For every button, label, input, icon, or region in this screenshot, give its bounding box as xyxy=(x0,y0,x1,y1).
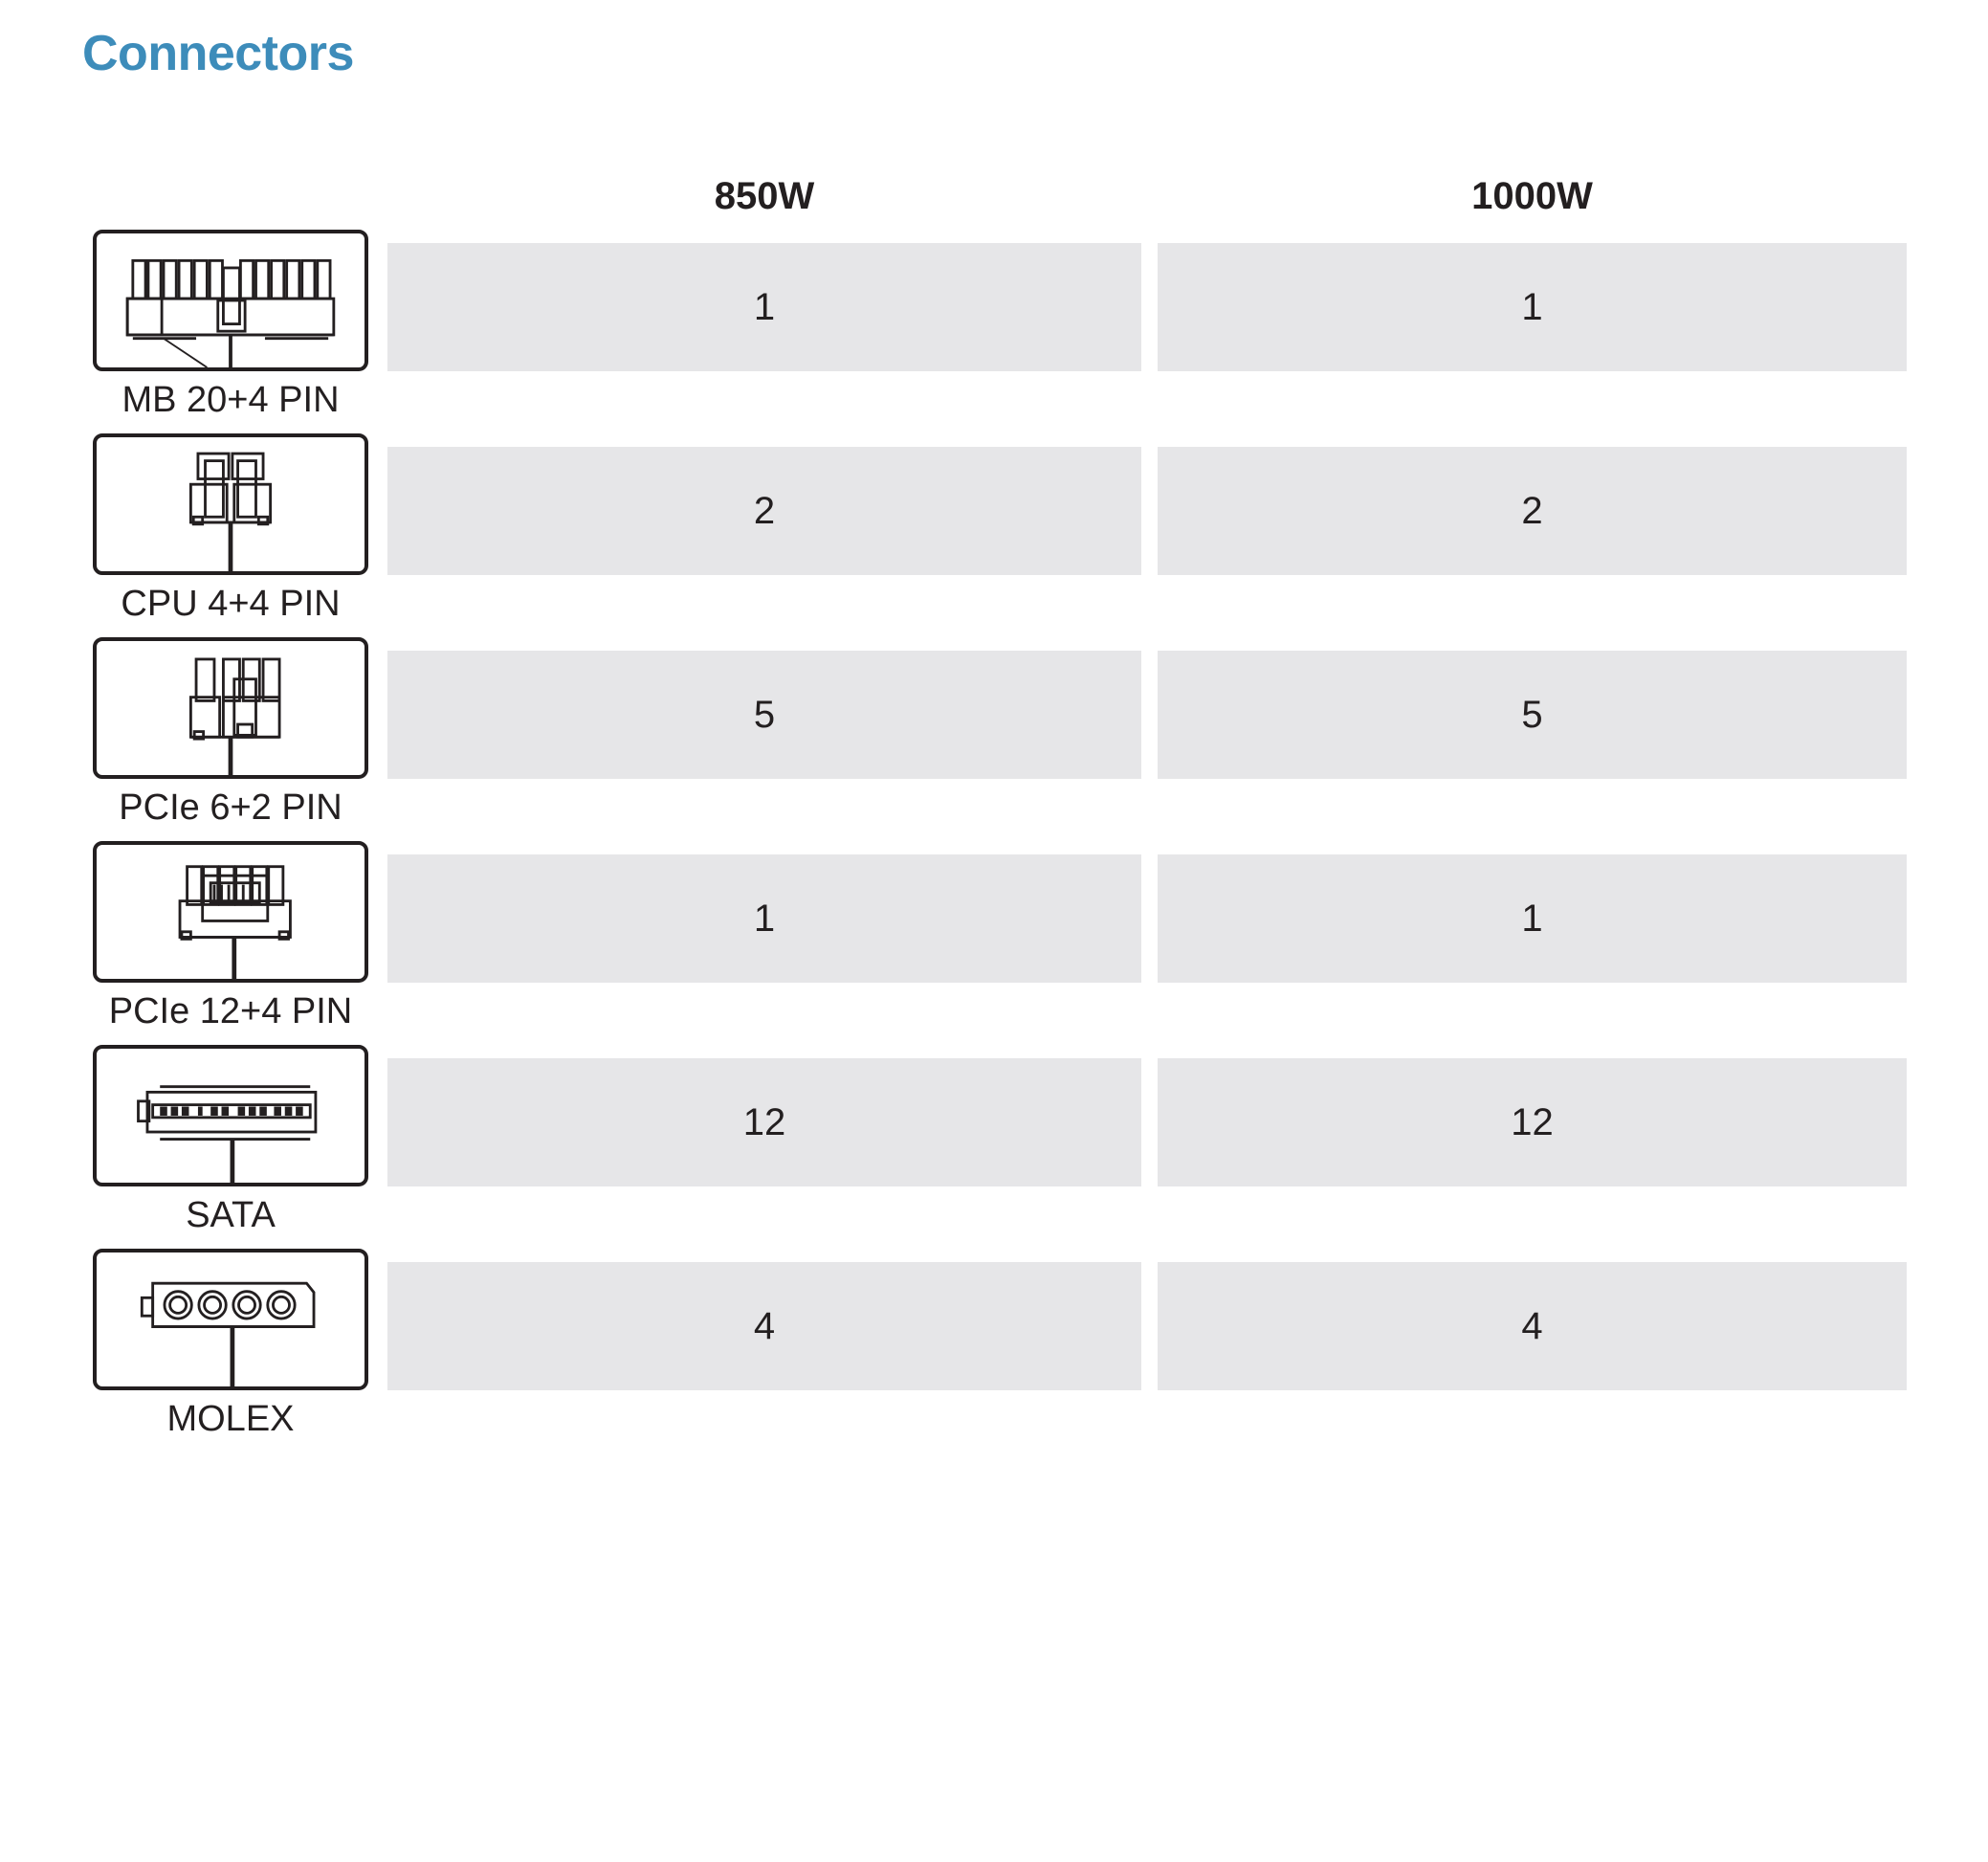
table-row: PCIe 6+2 PIN 5 5 xyxy=(0,637,1988,867)
column-header-1000w: 1000W xyxy=(1471,175,1593,217)
page-title: Connectors xyxy=(82,26,354,81)
connector-icon-cell: PCIe 12+4 PIN xyxy=(93,841,372,1071)
cell-850w: 1 xyxy=(387,854,1141,983)
connector-label: SATA xyxy=(186,1195,276,1235)
cell-850w: 12 xyxy=(387,1058,1141,1186)
table-row: MOLEX 4 4 xyxy=(0,1249,1988,1478)
cell-1000w: 12 xyxy=(1158,1058,1907,1186)
cell-850w: 4 xyxy=(387,1262,1141,1390)
connector-icon-cell: MB 20+4 PIN xyxy=(93,230,372,459)
table-row: CPU 4+4 PIN 2 2 xyxy=(0,433,1988,663)
cell-1000w: 5 xyxy=(1158,651,1907,779)
cell-1000w: 1 xyxy=(1158,854,1907,983)
cell-1000w: 1 xyxy=(1158,243,1907,371)
connector-icon-cell: MOLEX xyxy=(93,1249,372,1478)
cell-850w: 2 xyxy=(387,447,1141,575)
pcie-12-4-pin-connector-icon xyxy=(93,841,368,983)
cell-1000w: 2 xyxy=(1158,447,1907,575)
cell-1000w: 4 xyxy=(1158,1262,1907,1390)
sata-connector-icon xyxy=(93,1045,368,1186)
connector-label: CPU 4+4 PIN xyxy=(121,584,341,624)
table-row: SATA 12 12 xyxy=(0,1045,1988,1275)
connector-icon-cell: SATA xyxy=(93,1045,372,1275)
pcie-6-2-pin-connector-icon xyxy=(93,637,368,779)
table-row: MB 20+4 PIN 1 1 xyxy=(0,230,1988,459)
cpu-4-4-pin-connector-icon xyxy=(93,433,368,575)
table-row: PCIe 12+4 PIN 1 1 xyxy=(0,841,1988,1071)
connector-label: PCIe 6+2 PIN xyxy=(119,787,342,828)
mb-20-4-pin-connector-icon xyxy=(93,230,368,371)
connector-label: MOLEX xyxy=(166,1399,295,1439)
cell-850w: 1 xyxy=(387,243,1141,371)
connector-label: MB 20+4 PIN xyxy=(121,380,340,420)
molex-connector-icon xyxy=(93,1249,368,1390)
connector-label: PCIe 12+4 PIN xyxy=(108,991,353,1031)
cell-850w: 5 xyxy=(387,651,1141,779)
connector-icon-cell: CPU 4+4 PIN xyxy=(93,433,372,663)
connector-icon-cell: PCIe 6+2 PIN xyxy=(93,637,372,867)
column-header-850w: 850W xyxy=(714,175,815,217)
